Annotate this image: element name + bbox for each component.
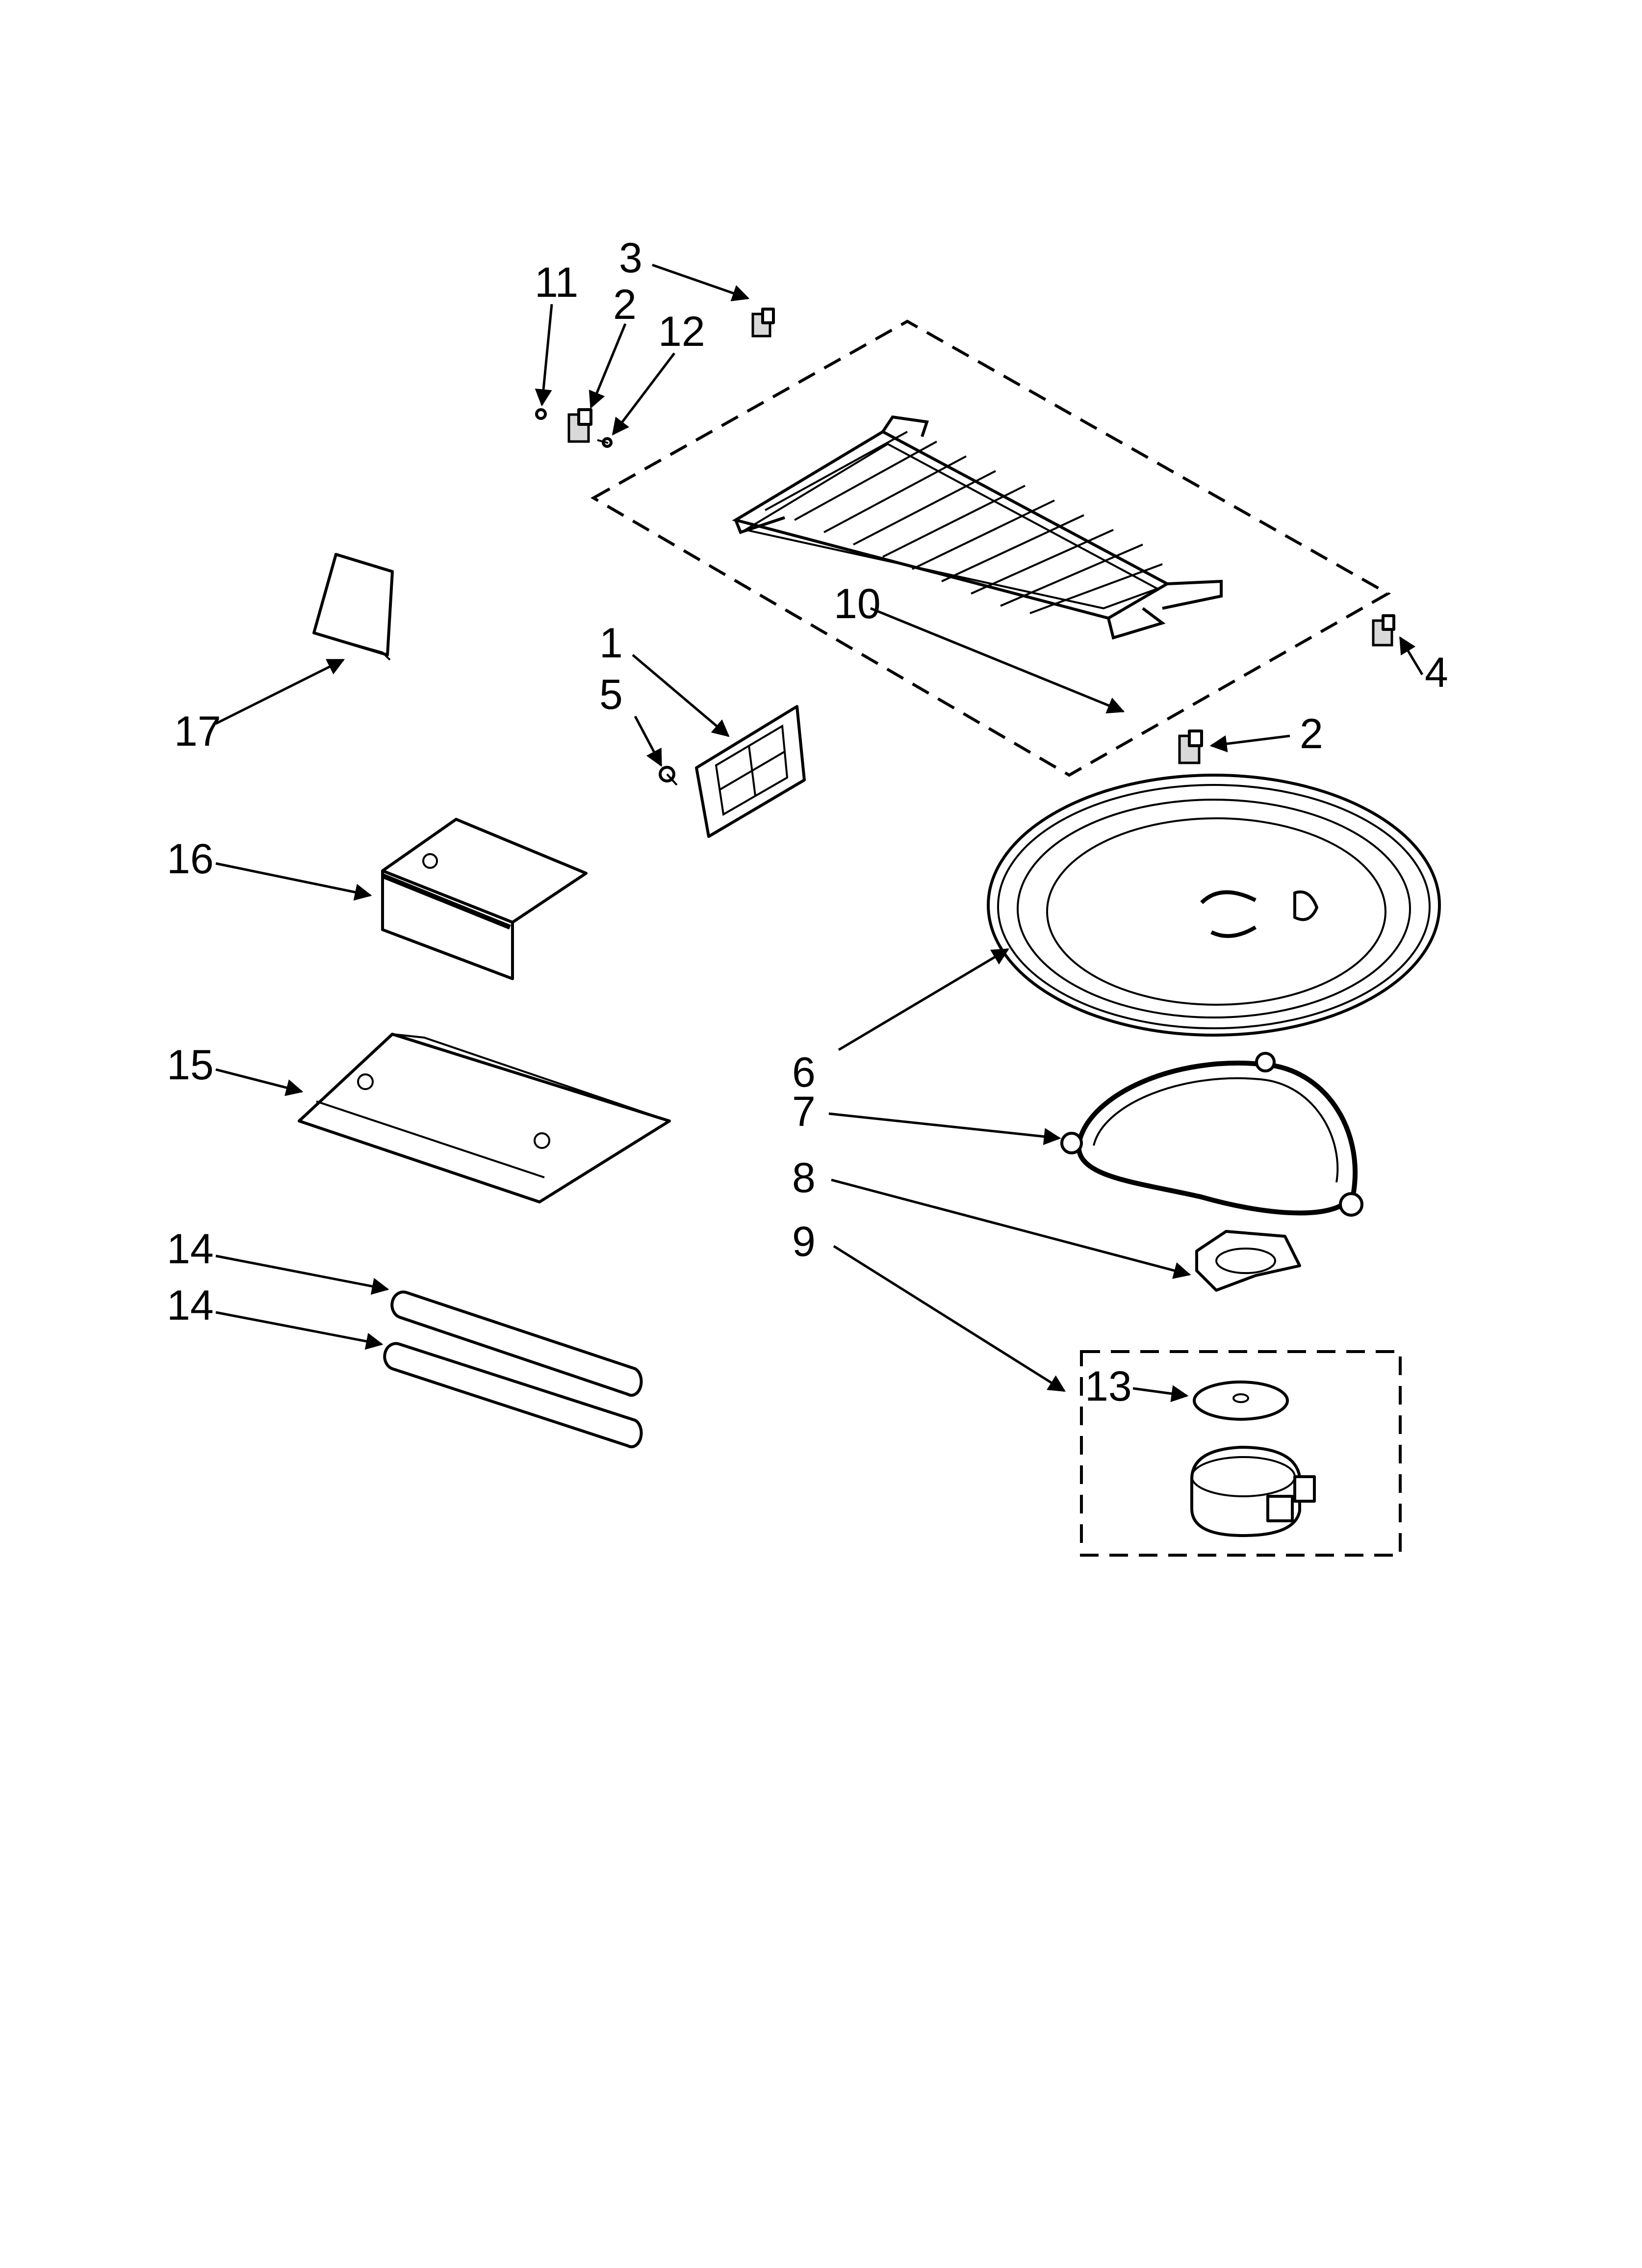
clip-part-3 [751, 308, 775, 338]
motor-assembly-group-part-9 [1080, 1350, 1402, 1557]
rod-part-14-upper [390, 1290, 643, 1397]
clip-part-2-lower [1178, 730, 1203, 764]
callout-5: 5 [599, 671, 623, 718]
rack-assembly-group [590, 319, 1391, 777]
leader-lines [215, 263, 1424, 1403]
callout-14-lower: 14 [167, 1282, 214, 1329]
callout-12: 12 [658, 308, 705, 355]
clip-part-2-upper [567, 408, 592, 443]
roller-ring-part-7 [1060, 1052, 1363, 1217]
screw-part-12 [597, 437, 613, 448]
grille-part-1 [695, 705, 806, 838]
callout-7: 7 [792, 1088, 816, 1135]
rod-part-14-lower [383, 1342, 643, 1448]
turntable-tray-part-6 [987, 774, 1441, 1037]
card-part-17 [312, 553, 394, 661]
bracket-part-16 [381, 818, 588, 980]
callout-17: 17 [174, 708, 221, 755]
screw-part-11 [535, 408, 547, 420]
coupler-part-8 [1195, 1230, 1301, 1292]
callout-1: 1 [599, 620, 623, 667]
callout-16: 16 [167, 835, 214, 883]
callout-labels: 3 11 2 12 10 4 2 1 5 17 16 15 14 14 6 7 … [167, 235, 1448, 1410]
motor-hub-part-13 [1193, 1381, 1289, 1421]
callout-14-upper: 14 [167, 1225, 214, 1273]
callout-13: 13 [1085, 1363, 1132, 1410]
callout-11: 11 [535, 259, 578, 306]
callout-2-upper: 2 [613, 281, 637, 328]
callout-15: 15 [167, 1042, 214, 1089]
callout-8: 8 [792, 1154, 816, 1201]
callout-4: 4 [1425, 649, 1448, 696]
callout-2-lower: 2 [1300, 710, 1323, 757]
screw-part-5 [659, 766, 678, 786]
callout-9: 9 [792, 1218, 816, 1265]
clip-part-4 [1372, 614, 1395, 647]
callout-3: 3 [619, 235, 642, 282]
callout-6: 6 [792, 1049, 816, 1096]
motor-body [1190, 1446, 1316, 1537]
callout-10: 10 [834, 580, 881, 627]
rack-part [732, 415, 1223, 640]
panel-part-15 [298, 1033, 671, 1203]
